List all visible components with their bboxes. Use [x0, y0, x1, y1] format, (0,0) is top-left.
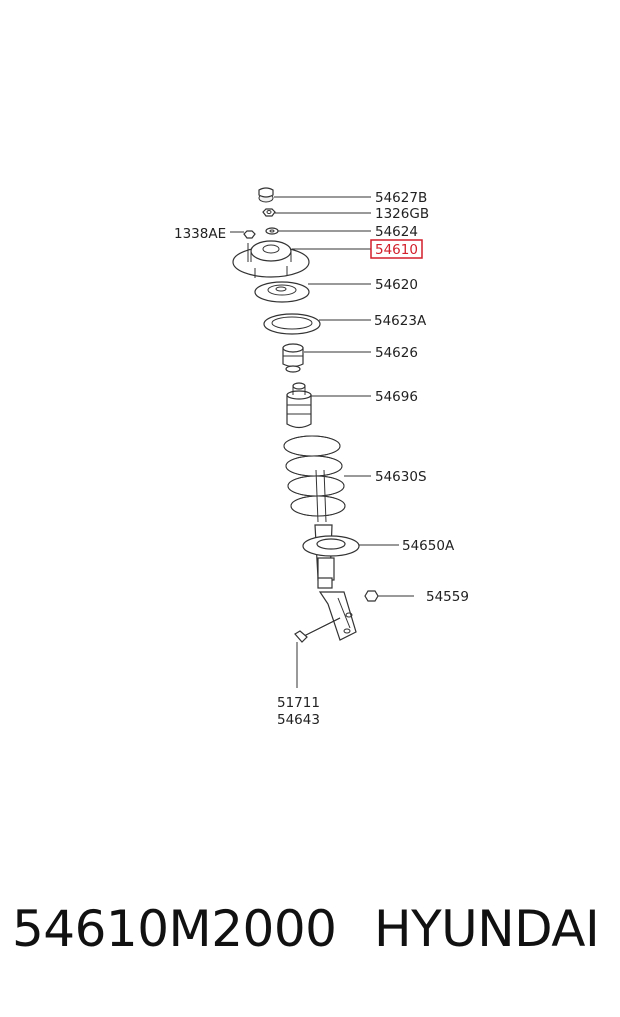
part-54696-dust-cover: [286, 382, 312, 429]
label-54623a: 54623A: [374, 313, 427, 329]
label-54627b: 54627B: [375, 190, 427, 206]
part-54620-bearing: [254, 281, 310, 303]
label-51711: 51711: [277, 695, 320, 711]
part-54630s-coil-spring: [283, 435, 346, 523]
label-54643: 54643: [277, 712, 320, 728]
label-54650a: 54650A: [402, 538, 455, 554]
label-54624: 54624: [375, 224, 418, 240]
label-1338ae: 1338AE: [174, 226, 226, 242]
leader-lines: [230, 196, 414, 688]
part-54559-nut: [364, 590, 379, 602]
part-1338ae: [243, 230, 256, 239]
label-54626: 54626: [375, 345, 418, 361]
label-54559: 54559: [426, 589, 469, 605]
part-54610-strut-mount: [232, 240, 310, 278]
label-54610: 54610: [375, 242, 418, 258]
footer: 54610M2000 HYUNDAI: [0, 900, 620, 980]
part-54624: [265, 227, 279, 235]
label-54696: 54696: [375, 389, 418, 405]
strut-assembly-diagram: 54627B 1326GB 54624 1338AE 54610 54620 5…: [174, 187, 469, 728]
part-54627b: [258, 187, 274, 203]
part-1326gb: [262, 208, 276, 217]
brand-name: HYUNDAI: [374, 900, 600, 958]
part-number: 54610M2000: [12, 900, 337, 958]
label-1326gb: 1326GB: [375, 206, 429, 222]
highlight-box-54610: [370, 239, 423, 259]
part-54650a-strut: [302, 524, 360, 641]
label-54630s: 54630S: [375, 469, 427, 485]
part-54623a-pad: [263, 313, 321, 335]
part-54626-bump-stopper: [282, 343, 304, 373]
label-54620: 54620: [375, 277, 418, 293]
part-51711-bolt: [294, 617, 341, 643]
